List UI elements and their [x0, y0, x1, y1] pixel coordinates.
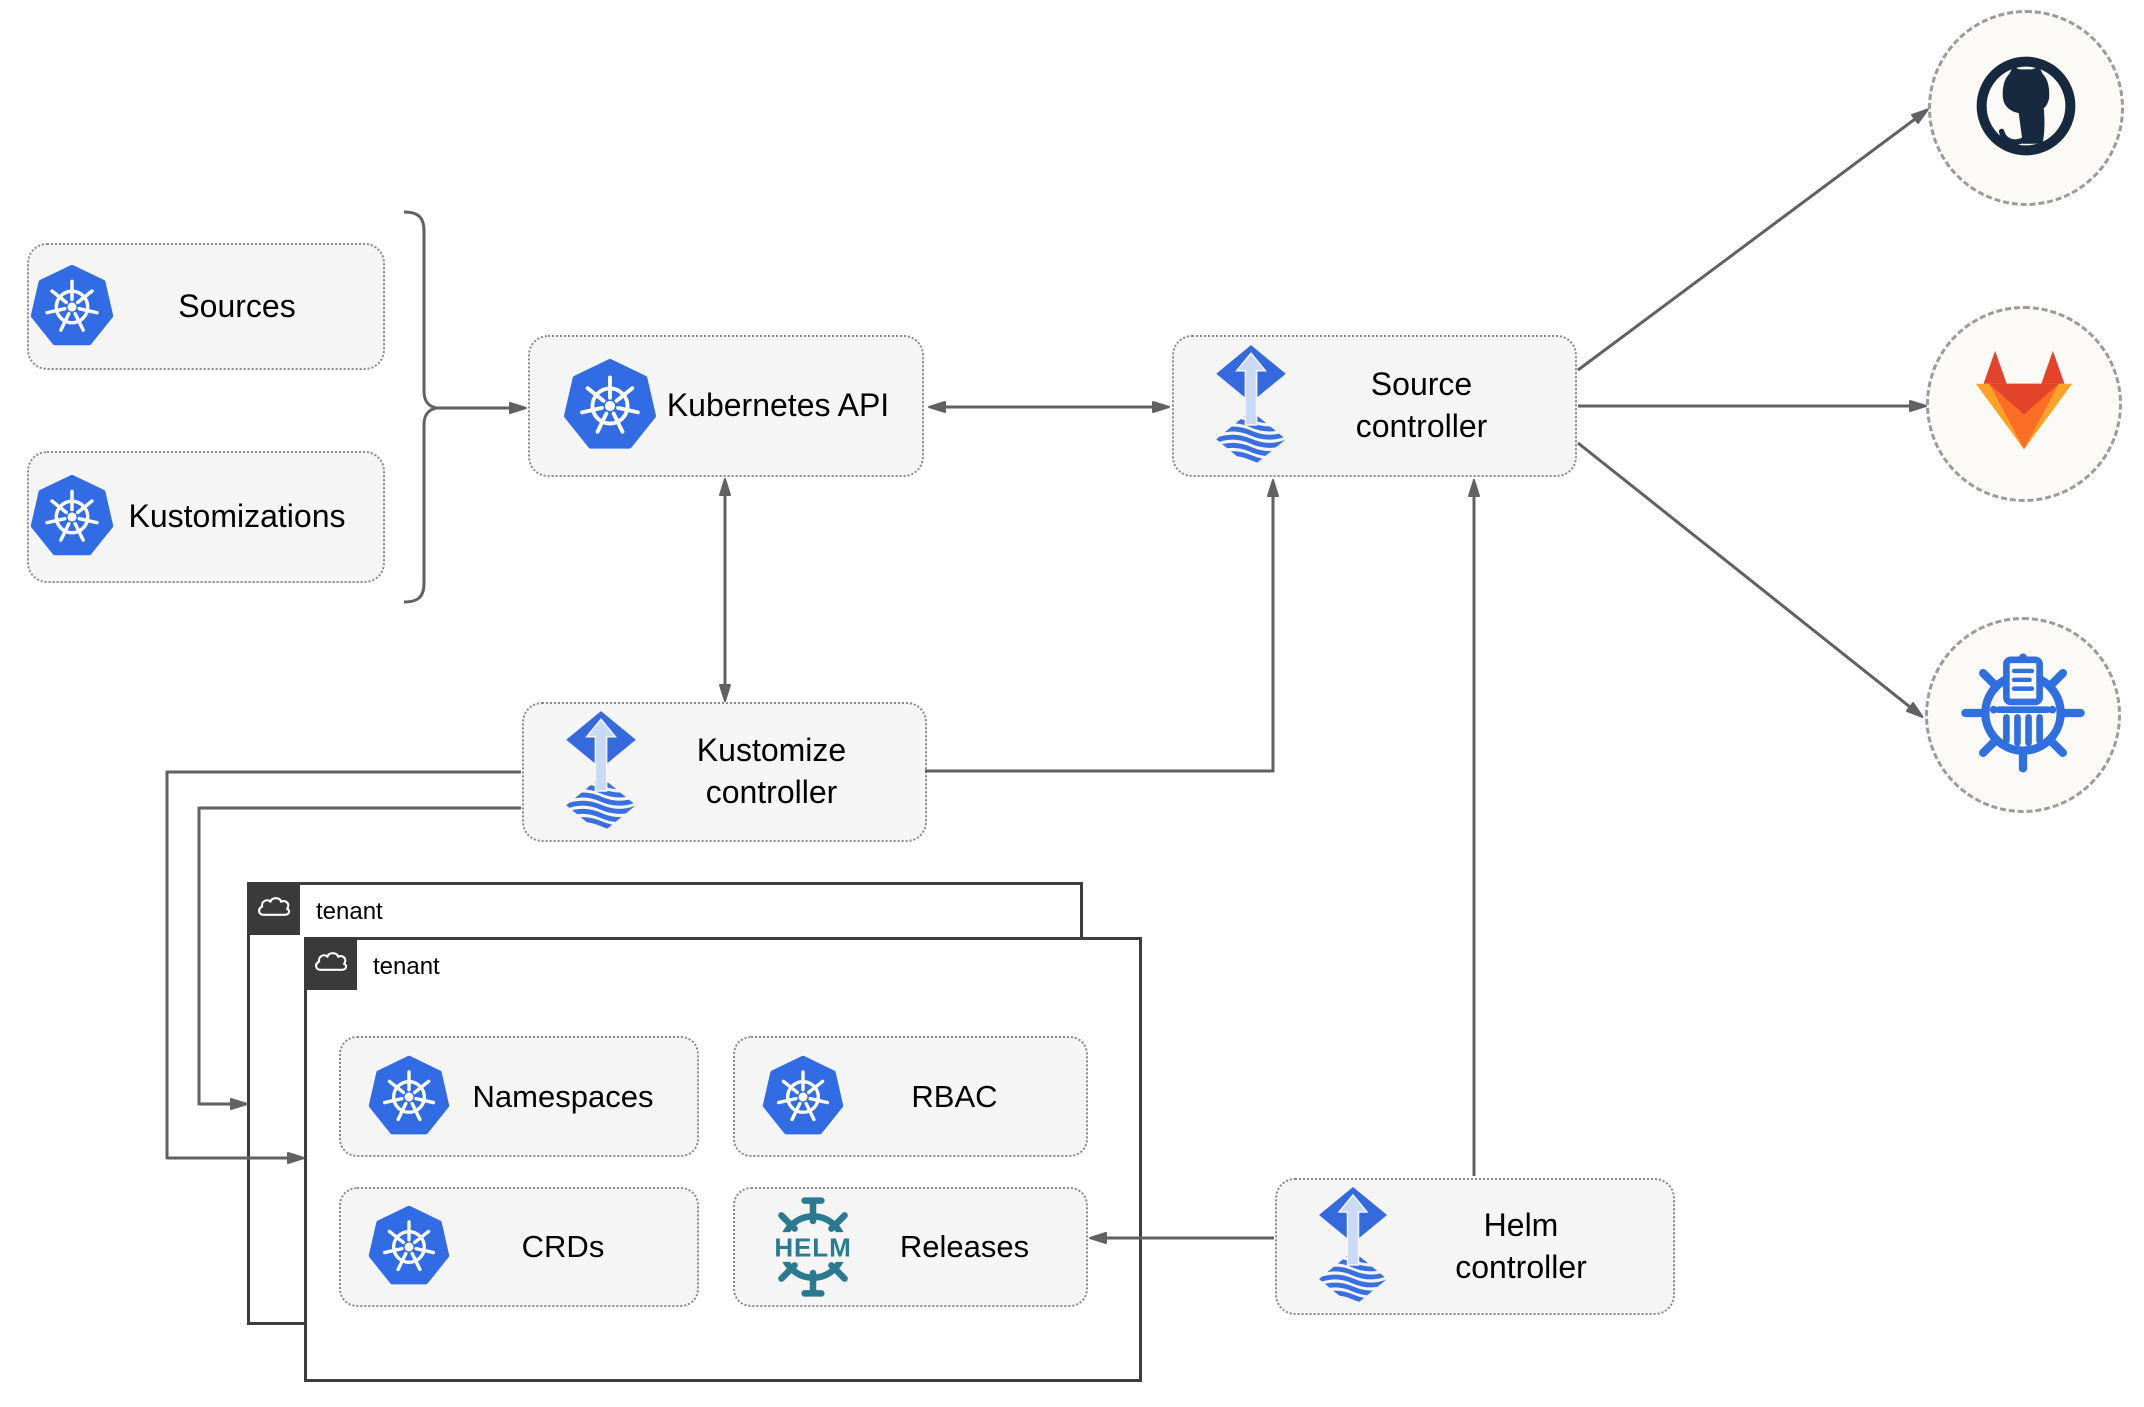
helm-icon: HELM — [761, 1195, 865, 1299]
endpoint-gitlab — [1926, 306, 2122, 502]
node-label: Helm controller — [1455, 1206, 1587, 1285]
arrow-source-to-github — [1577, 108, 1929, 372]
node-label: Releases — [899, 1229, 1030, 1264]
kubernetes-icon — [367, 1205, 451, 1289]
kubernetes-icon — [761, 1055, 845, 1139]
kubernetes-icon — [29, 264, 115, 350]
node-label: CRDs — [521, 1229, 605, 1264]
tenant-tab — [247, 882, 300, 935]
node-helm-controller: Helm controller — [1275, 1178, 1675, 1315]
node-releases: HELM Releases — [733, 1187, 1088, 1307]
kubernetes-icon — [367, 1055, 451, 1139]
flux-icon — [1210, 341, 1292, 472]
flux-icon — [560, 707, 642, 838]
kubernetes-icon — [562, 358, 658, 454]
github-icon — [1965, 45, 2087, 172]
node-label: Sources — [178, 287, 296, 324]
node-label: RBAC — [911, 1078, 998, 1114]
node-source-controller: Source controller — [1172, 335, 1577, 477]
node-kustomize-controller: Kustomize controller — [522, 702, 927, 842]
node-kustomizations: Kustomizations — [27, 451, 385, 583]
arrow-source-to-chartmuseum — [1577, 441, 1924, 718]
node-label: Namespaces — [472, 1078, 654, 1114]
cloud-icon — [255, 893, 293, 925]
gitlab-icon — [1971, 347, 2077, 462]
tenant-label: tenant — [316, 898, 383, 925]
kubernetes-icon — [29, 474, 115, 560]
node-namespaces: Namespaces — [339, 1036, 699, 1157]
tenant-label: tenant — [373, 953, 440, 980]
flux-icon — [1313, 1183, 1393, 1311]
tenant-group-front: tenant Namespaces RBAC CRDs HELM — [304, 937, 1142, 1382]
endpoint-chartmuseum — [1925, 617, 2121, 813]
node-label: Source controller — [1355, 366, 1488, 444]
svg-text:HELM: HELM — [774, 1232, 851, 1262]
cloud-icon — [312, 948, 350, 980]
node-label: Kustomizations — [128, 498, 346, 535]
brace-sources-group — [403, 210, 438, 604]
node-rbac: RBAC — [733, 1036, 1088, 1157]
node-crds: CRDs — [339, 1187, 699, 1307]
chartmuseum-icon — [1961, 651, 2085, 780]
endpoint-github — [1928, 10, 2124, 206]
node-label: Kubernetes API — [666, 387, 890, 424]
node-kubernetes-api: Kubernetes API — [528, 335, 924, 477]
arrow-kustomize-to-source-controller — [925, 479, 1279, 773]
node-sources: Sources — [27, 243, 385, 370]
node-label: Kustomize controller — [696, 732, 847, 810]
tenant-tab — [304, 937, 357, 990]
